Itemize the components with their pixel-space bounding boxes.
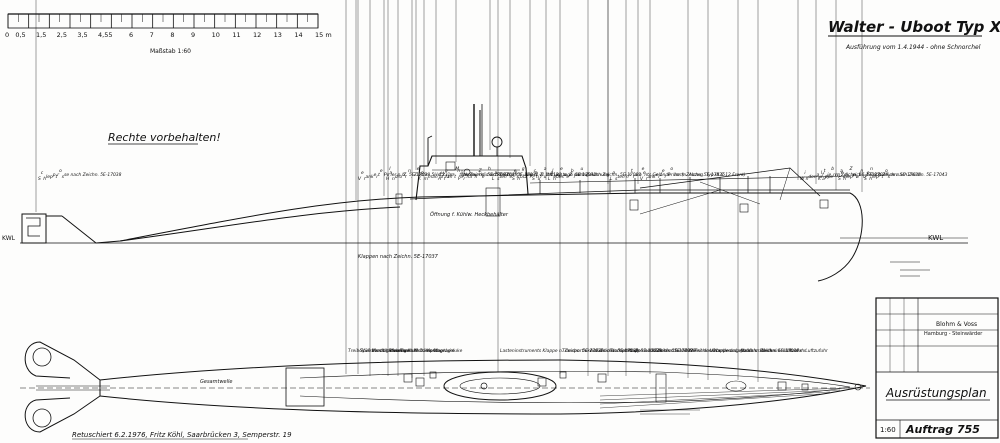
deck-view-label: Abschlussdeckel n. Luftzufuhr xyxy=(739,348,807,354)
deck-view-label: Transportluke n. Zeichn. 5E-17038 xyxy=(562,348,639,354)
deck-view-label: Speiseventil-Steuerrohr xyxy=(360,348,413,354)
deck-view-label: Lasteninstruments Teil des Oberdecks xyxy=(652,348,737,354)
scale-tick-label: 1,5 xyxy=(36,31,46,39)
drawing-subtitle: Ausführung vom 1.4.1944 - ohne Schnorche… xyxy=(845,44,981,51)
deck-view-label: Transportluke nach Zeichn. 5E-17039 xyxy=(610,348,693,354)
deck-view-label: Verschlussklappe n. Luftzufuhr xyxy=(690,348,759,354)
scale-tick-label: 8 xyxy=(170,31,174,39)
kwl-left-label: KWL xyxy=(2,235,16,242)
scale-tick-label: 3,5 xyxy=(77,31,87,39)
scale-tick-label: 9 xyxy=(191,31,195,39)
deck-view-label: Motoren-Montageluke xyxy=(414,348,463,354)
side-view-label: Schlepptrosse nach Zeichn. 5E-17043 xyxy=(864,167,948,182)
scale-tick-label: 13 xyxy=(274,31,282,39)
deck-view-label: Montageluke xyxy=(372,348,401,354)
scale-tick-label: 4,5 xyxy=(98,31,108,39)
side-elevation-view xyxy=(20,104,968,282)
scale-tick-label: 15 m xyxy=(315,31,332,39)
order-number: Auftrag 755 xyxy=(905,423,980,436)
valve-note: Klappen nach Zeichn. 5E-17037 xyxy=(358,254,439,260)
deck-view-label: Tankluft-Dämpfung xyxy=(400,348,443,354)
drawing-scale: 1:60 xyxy=(880,426,896,434)
plan-view xyxy=(20,341,870,433)
deck-view-label: Verankerungspoller n. Zeichn. 5E-17039 xyxy=(710,348,799,354)
scale-tick-label: 0,5 xyxy=(15,31,25,39)
scale-tick-label: 12 xyxy=(253,31,261,39)
scale-tick-label: 10 xyxy=(212,31,220,39)
deck-view-label: Lasteninstruments Klappe n. Zeichn. 5E-1… xyxy=(500,348,604,354)
rights-note: Rechte vorbehalten! xyxy=(108,131,221,144)
title-block xyxy=(875,297,999,439)
deck-view-label: Montageluke xyxy=(390,348,419,354)
shaft-label: Gesamtwelle xyxy=(200,379,232,385)
deck-view-label: Außenbordschott n. Z. 5E-17038 xyxy=(589,348,662,354)
deck-view-label: Treibölfüll-Ventilationsrohr xyxy=(348,348,408,354)
side-view-label: Schlepptrosse nach Zeichn. 5E-17038 xyxy=(38,167,122,182)
scale-tick-label: 0 xyxy=(5,31,9,39)
scale-tick-label: 7 xyxy=(150,31,154,39)
scale-tick-label: 11 xyxy=(232,31,240,39)
kwl-right-label: KWL xyxy=(928,234,943,242)
scale-tick-label: 5 xyxy=(108,31,112,39)
company-name: Blohm & Voss xyxy=(936,321,977,328)
scale-caption: Maßstab 1:60 xyxy=(150,48,191,55)
deck-view-label: Montageluke xyxy=(426,348,455,354)
drawing-title: Ausrüstungsplan xyxy=(885,386,987,400)
scale-tick-label: 6 xyxy=(129,31,133,39)
side-view-label: Verankerter Poller (n. Abzwg. Typ IX C 1… xyxy=(640,167,746,182)
scale-tick-label: 14 xyxy=(294,31,302,39)
header-block: Walter - Uboot Typ XVII B Ausführung vom… xyxy=(828,18,1000,51)
deck-view-label: Wellenverschluss n. Luftzufuhr xyxy=(760,348,829,354)
deck-view-label: Klappe nach Zeichn. 5E-17038 xyxy=(628,348,696,354)
scale-tick-label: 2,5 xyxy=(57,31,67,39)
redraw-note: Retuschiert 6.2.1976, Fritz Köhl, Saarbr… xyxy=(72,431,292,439)
drawing-main-title: Walter - Uboot Typ XVII B xyxy=(828,18,1000,36)
company-location: Hamburg - Steinwärder xyxy=(924,331,983,337)
flange-note: Öffnung f. Kühlw. Heckbehälter xyxy=(430,211,509,218)
